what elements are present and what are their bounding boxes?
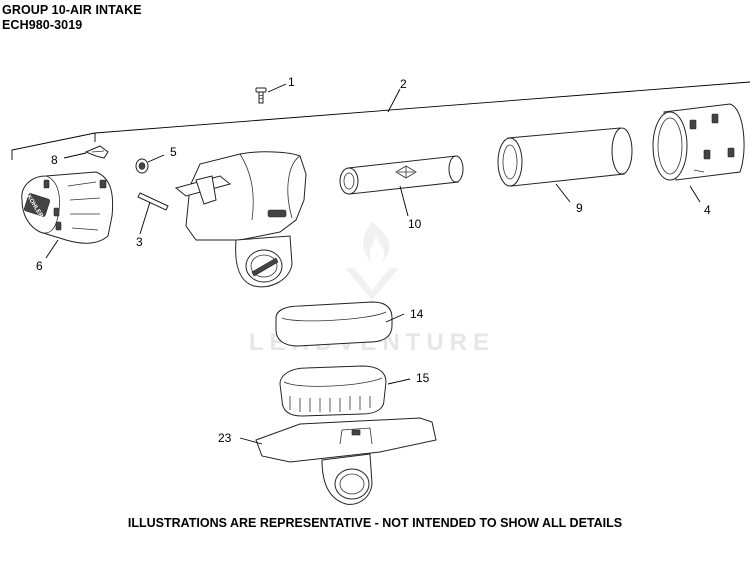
callout-2: 2	[400, 77, 407, 91]
callout-9: 9	[576, 201, 583, 215]
disclaimer-footer: ILLUSTRATIONS ARE REPRESENTATIVE - NOT I…	[127, 516, 623, 530]
model-number: ECH980-3019	[2, 18, 83, 32]
callout-10: 10	[408, 217, 422, 231]
leader-lines	[45, 83, 701, 445]
part-14-gasket	[275, 301, 393, 347]
part-10-inner-element	[339, 155, 464, 195]
callout-3: 3	[136, 235, 143, 249]
assembly-outline	[11, 81, 750, 160]
part-9-outer-element	[497, 127, 633, 187]
callout-23: 23	[218, 431, 232, 445]
diagram-title: GROUP 10-AIR INTAKE	[2, 3, 142, 17]
callout-15: 15	[416, 371, 430, 385]
part-6-cover: KOHLER	[21, 171, 114, 244]
callout-8: 8	[51, 153, 58, 167]
callout-5: 5	[170, 145, 177, 159]
part-3-rod	[137, 192, 169, 211]
callout-14: 14	[410, 307, 424, 321]
air-cleaner-housing	[174, 151, 307, 288]
part-5-grommet	[135, 158, 149, 174]
part-15-precleaner	[279, 365, 387, 417]
callout-labels: 1 2 3 4 5 6 8 9 10 14 15 23	[36, 75, 711, 445]
callout-4: 4	[704, 203, 711, 217]
part-8-clip	[84, 145, 109, 159]
part-1-screw	[255, 87, 267, 104]
callout-1: 1	[288, 75, 295, 89]
part-23-base	[255, 417, 437, 505]
callout-6: 6	[36, 259, 43, 273]
part-4-cap	[652, 103, 745, 181]
watermark-flame-icon	[345, 222, 399, 300]
